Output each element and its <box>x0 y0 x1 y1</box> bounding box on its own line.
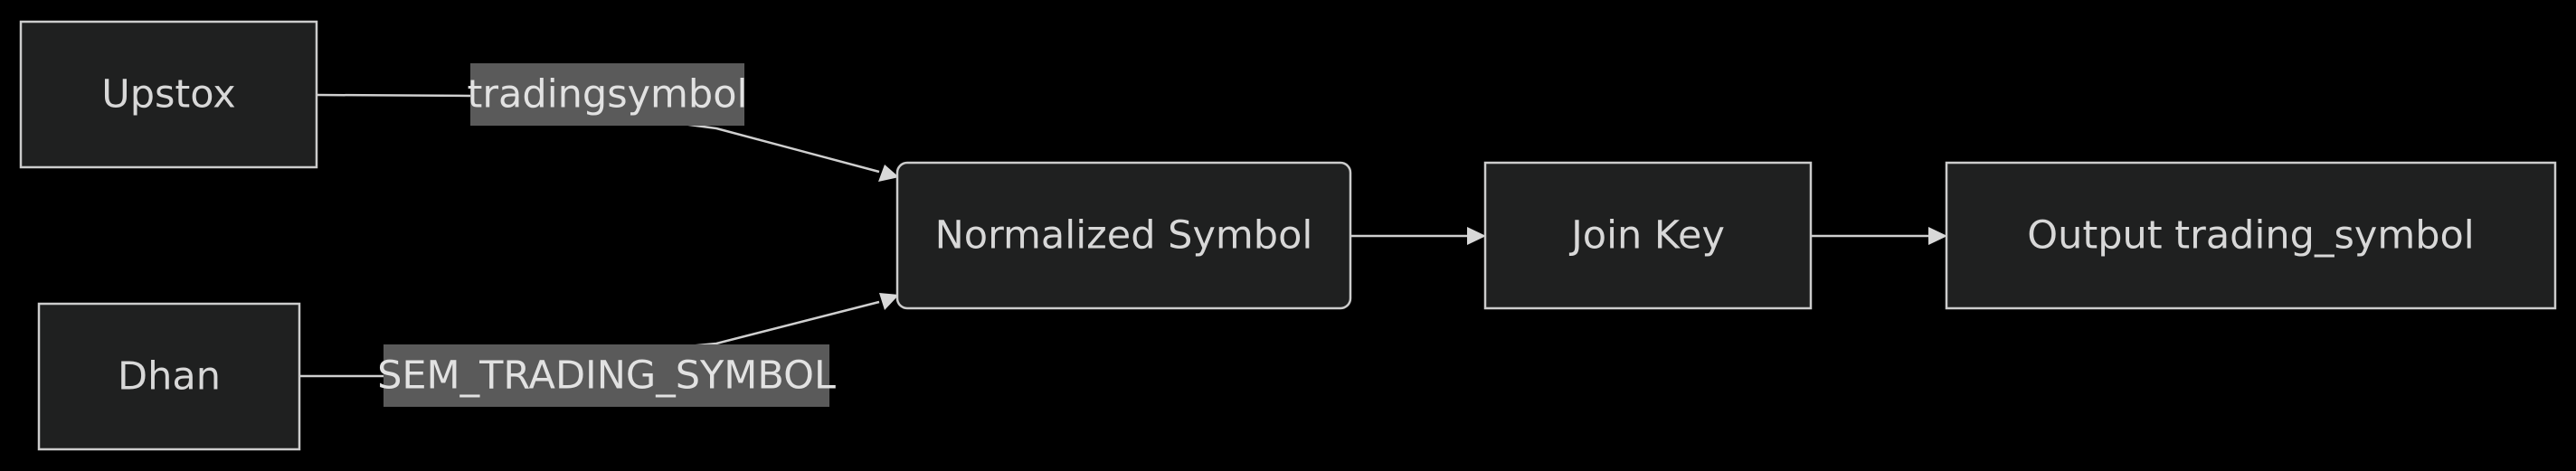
node-upstox-label: Upstox <box>101 72 235 118</box>
node-normalized-symbol-label: Normalized Symbol <box>935 213 1313 259</box>
node-normalized-symbol: Normalized Symbol <box>895 161 1352 310</box>
node-output-trading-symbol: Output trading_symbol <box>1945 161 2557 310</box>
edge-label-sem-trading-symbol-text: SEM_TRADING_SYMBOL <box>377 353 836 399</box>
node-join-key: Join Key <box>1483 161 1813 310</box>
node-dhan: Dhan <box>37 302 301 451</box>
node-dhan-label: Dhan <box>118 354 221 400</box>
node-join-key-label: Join Key <box>1568 213 1725 259</box>
edge-label-tradingsymbol-text: tradingsymbol <box>468 72 748 118</box>
node-output-trading-symbol-label: Output trading_symbol <box>2027 213 2475 259</box>
arrowhead-join-edge <box>1467 227 1486 245</box>
arrowhead-dhan-edge <box>879 293 899 310</box>
arrowhead-upstox-edge <box>878 165 899 182</box>
edge-label-tradingsymbol: tradingsymbol <box>468 63 748 126</box>
arrowhead-output-edge <box>1928 227 1947 245</box>
edge-label-sem-trading-symbol: SEM_TRADING_SYMBOL <box>377 344 836 407</box>
node-upstox: Upstox <box>19 20 318 169</box>
